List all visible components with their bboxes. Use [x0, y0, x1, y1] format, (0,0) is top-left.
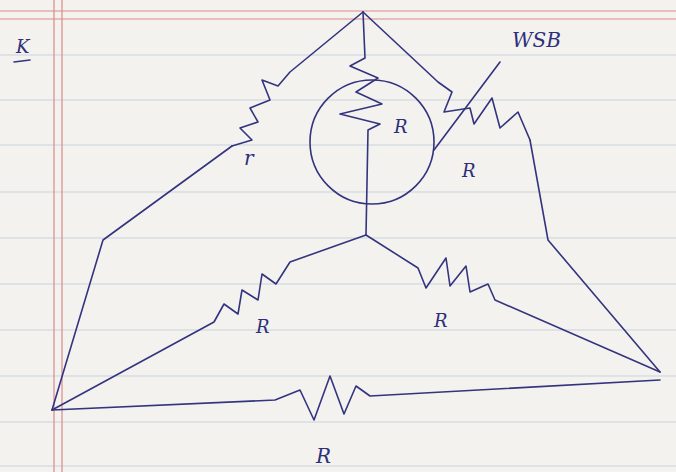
callout-label: WSB: [512, 30, 561, 50]
resistor-label: r: [244, 148, 254, 168]
wire: [530, 140, 660, 372]
wire: [52, 146, 232, 410]
ruled-lines: [0, 55, 676, 466]
highlight-circle: [310, 80, 434, 204]
resistor-label: R: [316, 446, 331, 466]
resistor-symbol: [52, 376, 660, 420]
resistor-label: R: [462, 162, 476, 180]
resistor-symbol: [366, 235, 660, 372]
underline: [14, 60, 30, 62]
resistor-label: R: [434, 312, 448, 330]
resistor-label: R: [394, 118, 408, 136]
resistor-network: [14, 12, 660, 420]
leader-line: [434, 62, 500, 150]
resistor-symbol: [232, 12, 363, 146]
resistor-symbol: [363, 12, 530, 140]
resistor-symbol: [52, 235, 366, 410]
resistor-symbol: [340, 12, 382, 235]
corner-mark: K: [16, 38, 29, 56]
resistor-label: R: [256, 318, 270, 336]
